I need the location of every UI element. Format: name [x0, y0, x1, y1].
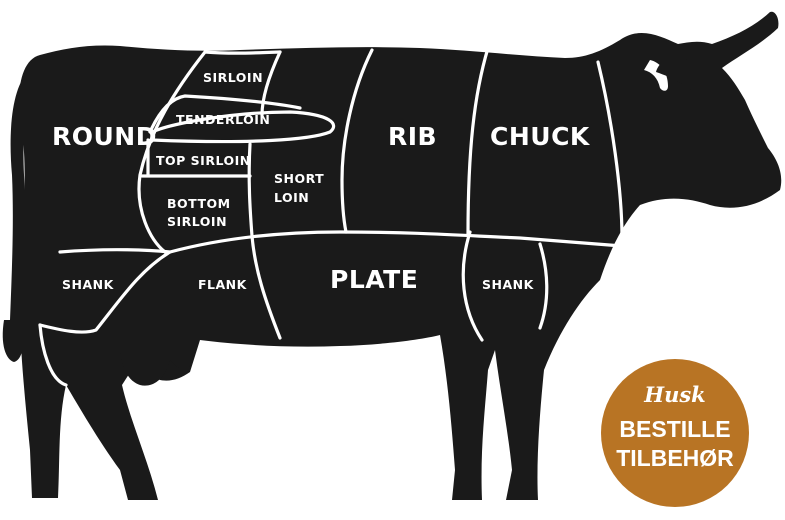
label-rib: RIB [388, 122, 437, 151]
badge-line2: TILBEHØR [616, 445, 734, 471]
label-sirloin: SIRLOIN [203, 70, 263, 85]
label-chuck: CHUCK [490, 122, 591, 151]
label-plate: PLATE [330, 265, 418, 294]
label-tenderloin: TENDERLOIN [176, 112, 270, 127]
label-flank: FLANK [198, 277, 248, 292]
label-round: ROUND [52, 122, 157, 151]
badge-line1: BESTILLE [619, 416, 730, 442]
label-bottom-sirloin-line2: SIRLOIN [167, 214, 227, 229]
order-accessories-badge[interactable]: Husk BESTILLE TILBEHØR [601, 359, 749, 507]
label-bottom-sirloin-line1: BOTTOM [167, 196, 231, 211]
label-short-loin-line2: LOIN [274, 190, 309, 205]
label-shank-front: SHANK [482, 277, 535, 292]
label-top-sirloin: TOP SIRLOIN [156, 153, 251, 168]
label-short-loin-line1: SHORT [274, 171, 324, 186]
badge-script-text: Husk [643, 382, 705, 407]
label-shank-rear: SHANK [62, 277, 115, 292]
